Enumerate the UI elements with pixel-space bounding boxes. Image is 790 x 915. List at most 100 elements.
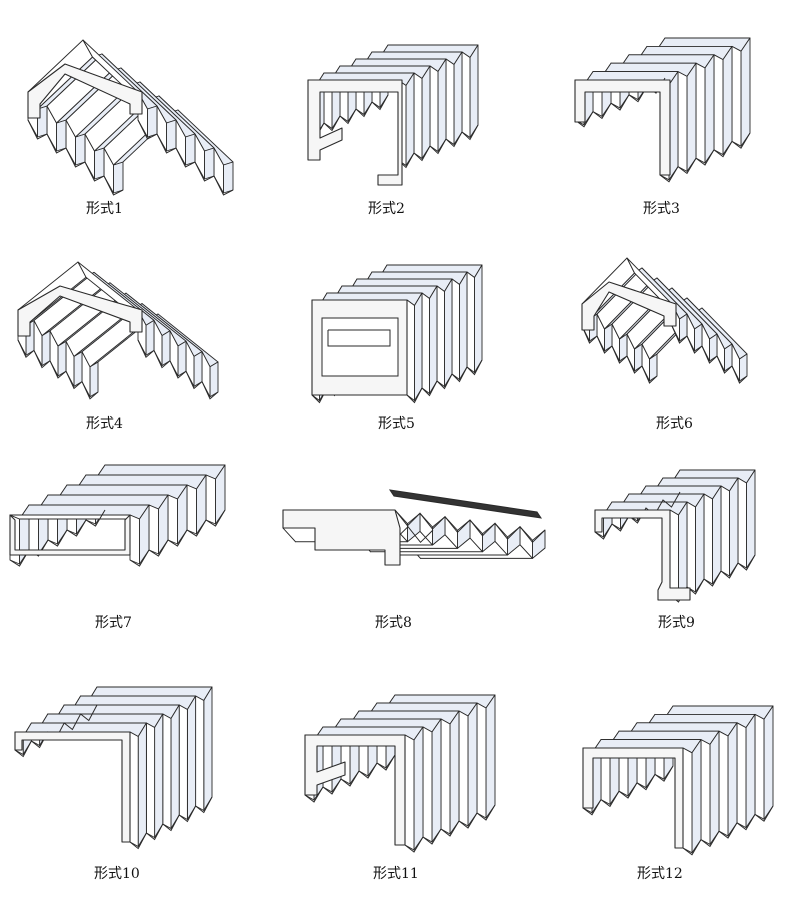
fold-panel	[406, 299, 415, 401]
fold-panel	[193, 351, 203, 387]
fold-edge	[594, 491, 681, 540]
form-1-cell: 形式1	[10, 30, 250, 235]
end-frame-slot	[327, 329, 391, 347]
fold-panel	[421, 65, 431, 159]
fold-panel	[740, 37, 751, 147]
fold-panel	[737, 477, 747, 569]
fold-panel	[413, 72, 423, 159]
fold-panel	[444, 278, 453, 387]
fold-panel	[75, 133, 86, 166]
form-10-cell: 形式10	[10, 680, 230, 882]
fold-panel	[745, 713, 756, 829]
form-10-bellows-drawing	[14, 686, 213, 850]
fold-panel	[467, 702, 478, 827]
fold-edge	[659, 132, 751, 183]
end-frame	[282, 509, 401, 566]
fold-panel	[167, 494, 178, 545]
form-5-label: 形式5	[378, 416, 415, 432]
fold-panel	[458, 710, 469, 827]
fold-panel	[713, 54, 724, 156]
top-cap-strip	[388, 489, 543, 519]
end-frame	[17, 285, 143, 337]
fold-edge	[27, 119, 124, 196]
form-11-cell: 形式11	[295, 680, 515, 882]
form-1-bellows-drawing	[27, 39, 234, 196]
form-4-cell: 形式4	[10, 250, 250, 440]
form-11-label: 形式11	[373, 866, 419, 882]
fold-panel	[57, 340, 67, 377]
form-12-label: 形式12	[637, 866, 683, 882]
fold-panel	[405, 72, 415, 166]
fold-panel	[145, 722, 156, 838]
fold-panel	[129, 731, 139, 847]
fold-panel	[203, 686, 213, 811]
fold-panel	[720, 485, 730, 577]
fold-panel	[461, 51, 471, 138]
fold-edge	[394, 509, 546, 544]
fold-panel	[209, 361, 219, 398]
fold-panel	[722, 45, 733, 156]
form-7-bellows-drawing	[9, 464, 226, 567]
fold-panel	[712, 485, 722, 585]
form-4-bellows-drawing	[17, 261, 219, 400]
fold-panel	[94, 147, 105, 180]
fold-panel	[736, 722, 747, 829]
fold-panel	[73, 351, 83, 387]
fold-panel	[453, 51, 463, 145]
fold-panel	[186, 484, 197, 535]
form-6-bellows-drawing	[581, 257, 748, 384]
form-5-bellows-drawing	[311, 264, 483, 404]
fold-panel	[445, 58, 455, 145]
fold-panel	[145, 319, 155, 356]
form-7-label: 形式7	[95, 615, 132, 631]
form-3-bellows-drawing	[574, 37, 751, 183]
fold-panel	[186, 695, 197, 820]
fold-panel	[205, 474, 216, 525]
fold-panel	[413, 726, 424, 851]
fold-panel	[421, 292, 430, 394]
fold-panel	[177, 340, 187, 377]
form-5-cell: 形式5	[300, 250, 500, 440]
end-frame	[574, 79, 671, 176]
fold-panel	[718, 730, 729, 837]
fold-edge	[304, 754, 396, 803]
form-8-label: 形式8	[375, 615, 412, 631]
end-frame	[9, 514, 131, 556]
fold-edge	[404, 804, 496, 853]
fold-edge	[307, 94, 389, 139]
fold-panel	[161, 330, 171, 367]
fold-panel	[669, 509, 679, 601]
fold-panel	[709, 730, 720, 845]
fold-panel	[686, 62, 697, 172]
fold-panel	[686, 501, 696, 593]
end-frame	[307, 79, 403, 186]
fold-panel	[429, 65, 439, 152]
fold-panel	[469, 44, 479, 138]
fold-panel	[459, 271, 468, 380]
form-3-cell: 形式3	[565, 30, 775, 235]
fold-panel	[731, 45, 742, 147]
fold-panel	[195, 695, 205, 811]
fold-panel	[700, 739, 711, 845]
form-2-label: 形式2	[368, 201, 405, 217]
end-frame	[27, 63, 143, 119]
fold-edge	[582, 765, 674, 816]
form-2-cell: 形式2	[290, 30, 520, 235]
form-9-cell: 形式9	[590, 460, 790, 640]
end-frame	[594, 509, 691, 601]
fold-panel	[204, 147, 215, 180]
fold-panel	[436, 285, 445, 387]
fold-panel	[763, 705, 774, 820]
fold-panel	[691, 739, 702, 854]
fold-panel	[429, 285, 438, 394]
fold-panel	[682, 747, 693, 854]
fold-panel	[695, 62, 706, 164]
form-8-cell: 形式8	[275, 480, 555, 640]
form-6-label: 形式6	[656, 416, 693, 432]
form-12-bellows-drawing	[582, 705, 774, 856]
fold-edge	[581, 325, 658, 384]
fold-panel	[166, 119, 177, 152]
fold-panel	[703, 493, 713, 585]
end-frame	[582, 747, 684, 849]
fold-panel	[727, 722, 738, 837]
